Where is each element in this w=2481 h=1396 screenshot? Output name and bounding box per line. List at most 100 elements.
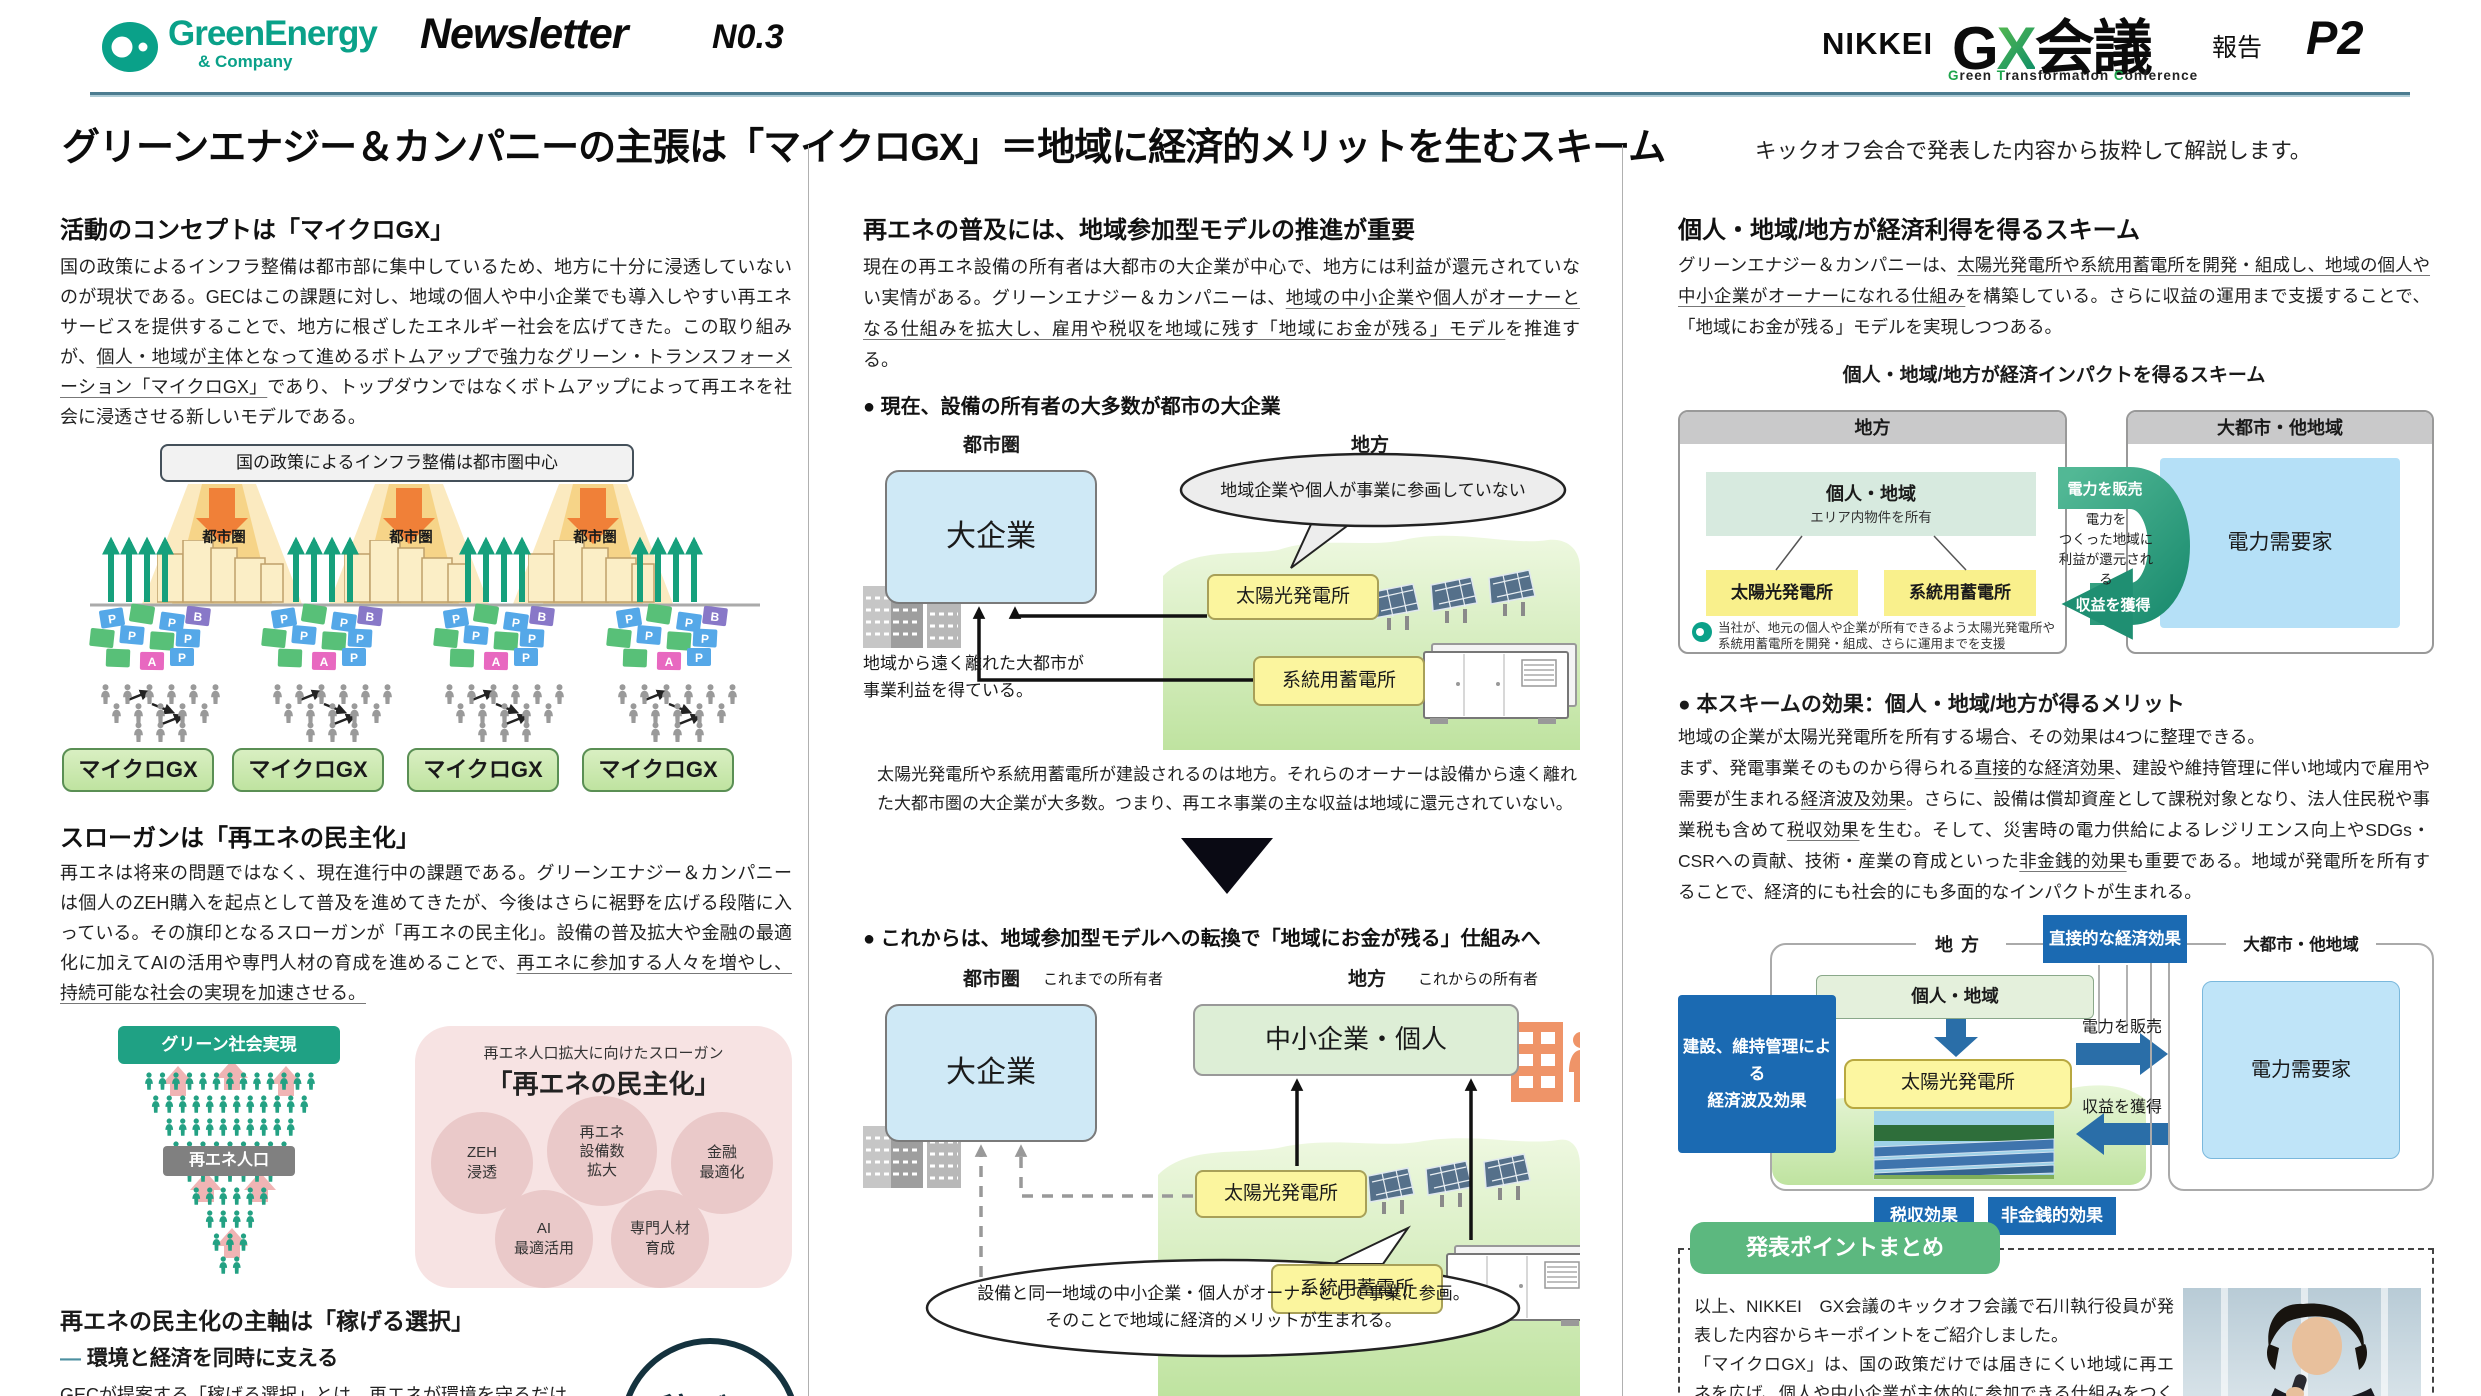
region-label: 地方 <box>1351 435 1390 456</box>
svg-text:B: B <box>193 610 204 625</box>
spillover-box: 建設、維持管理による 経済波及効果 <box>1678 995 1836 1153</box>
column-divider-2 <box>1622 145 1623 1396</box>
direct-effect-label: 直接的な経済効果 <box>2043 915 2187 963</box>
battery-box: 系統用蓄電所 <box>1253 656 1425 706</box>
col3-paragraph-1: グリーンエナジー＆カンパニーは、太陽光発電所や系統用蓄電所を開発・組成し、地域の… <box>1678 255 2431 337</box>
svg-text:P: P <box>184 632 193 646</box>
gx-kaigi-logo: GX会議 <box>1952 0 2153 87</box>
flow-gain-label: 収益を獲得 <box>2075 597 2151 614</box>
col2-note: 太陽光発電所や系統用蓄電所が建設されるのは地方。それらのオーナーは設備から遠く離… <box>877 765 1577 813</box>
big-company-box: 大企業 <box>885 470 1097 604</box>
people-triangle-svg <box>145 1060 315 1274</box>
col2-paragraph-1: 現在の再エネ設備の所有者は大都市の大企業が中心で、地方には利益が還元されていない… <box>863 257 1581 370</box>
gain-label: 収益を獲得 <box>2081 1099 2162 1116</box>
solar-photo <box>1873 1111 2055 1180</box>
svg-text:P: P <box>350 651 358 665</box>
col1-heading-1: 活動のコンセプトは「マイクロGX」 <box>60 217 455 244</box>
houkoku-label: 報告 <box>2212 34 2263 62</box>
current-owner-figure: 都市圏 地方 大企業 地域企業や個人が事業に参画していない 太陽光発電所 系統用… <box>863 428 1580 750</box>
column-2: 再エネの普及には、地域参加型モデルの推進が重要 現在の再エネ設備の所有者は大都市… <box>863 0 1580 1396</box>
effects-svg <box>1772 965 2168 1185</box>
summary-section: 発表ポイントまとめ 以上、NIKKEI GX会議のキックオフ会議で石川執行役員が… <box>1678 1200 2438 1396</box>
kasegeru-badge: 稼げる <box>620 1338 800 1396</box>
figure-caption: 地域から遠く離れた大都市が 事業利益を得ている。 <box>863 654 1084 700</box>
svg-text:P: P <box>511 616 521 631</box>
page-subtitle: キックオフ会合で発表した内容から抜粋して解説します。 <box>1755 139 2312 163</box>
city-label: 都市圏 <box>963 435 1021 456</box>
svg-text:A: A <box>492 655 501 669</box>
col1-subheading-3: — 環境と経済を同時に支える <box>60 1347 339 1370</box>
flow-mid-text: 電力を つくった地域に 利益が還元される <box>2058 512 2154 587</box>
svg-text:A: A <box>320 655 329 669</box>
svg-text:P: P <box>528 632 537 646</box>
microgx-box: マイクロGX <box>407 748 559 792</box>
solar-box: 太陽光発電所 <box>1706 570 1858 616</box>
power-consumer-box: 電力需要家 <box>2202 981 2400 1159</box>
svg-text:P: P <box>127 629 136 644</box>
col1-paragraph-3: GECが提案する「稼げる選択」とは、再エネが環境を守るだけ <box>60 1385 568 1396</box>
microgx-box: マイクロGX <box>232 748 384 792</box>
col2-bullet-2: ● これからは、地域参加型モデルへの転換で「地域にお金が残る」仕組みへ <box>863 928 1541 950</box>
summary-dashed-box <box>1678 1248 2434 1396</box>
conference-subtitle: Green Transformation Conference <box>1948 68 2199 83</box>
city-label: 都市圏 <box>963 969 1021 990</box>
greenenergy-logo-icon <box>102 22 158 72</box>
flow-sell-label: 電力を販売 <box>2067 481 2143 498</box>
newsletter-issue: N0.3 <box>712 18 784 56</box>
svg-text:B: B <box>365 610 376 625</box>
owner-before-label: これまでの所有者 <box>1043 971 1164 988</box>
microgx-box: マイクロGX <box>582 748 734 792</box>
svg-text:B: B <box>537 610 548 625</box>
svg-text:P: P <box>178 651 186 665</box>
svg-text:P: P <box>167 616 177 631</box>
svg-text:P: P <box>684 616 694 631</box>
svg-text:P: P <box>695 651 703 665</box>
kojin-chiiki-box: 個人・地域 エリア内物件を所有 <box>1706 472 2036 536</box>
future-owner-figure: 都市圏 これまでの所有者 地方 これからの所有者 大企業 中小企業・個人 太陽光… <box>863 960 1580 1396</box>
col1-heading-3: 再エネの民主化の主軸は「稼げる選択」 <box>60 1308 474 1334</box>
svg-text:A: A <box>665 655 674 669</box>
green-society-box: グリーン社会実現 <box>118 1026 340 1064</box>
solar-box: 太陽光発電所 <box>1844 1059 2072 1109</box>
power-consumer-box: 電力需要家 <box>2160 458 2400 628</box>
democratization-figure: グリーン社会実現 再エネ人口 再エネ人口拡大に向けたスローガン 「再エネの民主化… <box>60 1026 792 1292</box>
svg-text:P: P <box>299 629 308 644</box>
svg-text:P: P <box>339 616 349 631</box>
solar-box: 太陽光発電所 <box>1195 1170 1367 1218</box>
newsletter-title: Newsletter <box>420 10 628 58</box>
svg-text:P: P <box>107 611 117 626</box>
page-title: グリーンエナジー＆カンパニーの主張は「マイクロGX」＝地域に経済的メリットを生む… <box>62 127 1666 169</box>
panel-footnote: 当社が、地元の個人や企業が所有できるよう太陽光発電所や 系統用蓄電所を開発・組成… <box>1692 620 2057 652</box>
summary-label: 発表ポイントまとめ <box>1690 1222 2000 1274</box>
metro-panel-header: 大都市・他地域 <box>2128 412 2432 444</box>
col3-heading: 個人・地域/地方が経済利得を得るスキーム <box>1678 217 2140 244</box>
col3-paragraph-2: 地域の企業が太陽光発電所を所有する場合、その効果は4つに整理できる。 まず、発電… <box>1678 727 2431 902</box>
gx-x: X <box>1996 15 2037 82</box>
svg-text:P: P <box>644 629 653 644</box>
svg-text:P: P <box>356 632 365 646</box>
solar-box: 太陽光発電所 <box>1207 574 1379 620</box>
big-company-box: 大企業 <box>885 1004 1097 1142</box>
slogan-title: 再エネ人口拡大に向けたスローガン <box>483 1045 724 1062</box>
page-number: P2 <box>2306 11 2364 64</box>
header-divider <box>90 92 2410 95</box>
header: GreenEnergy & Company Newsletter N0.3 NI… <box>0 0 2481 96</box>
city-label: 都市圏 <box>202 530 246 546</box>
col1-heading-2: スローガンは「再エネの民主化」 <box>60 825 420 852</box>
battery-box: 系統用蓄電所 <box>1884 570 2036 616</box>
slogan-main: 「再エネの民主化」 <box>486 1069 721 1099</box>
battery-container-icon <box>1423 643 1577 725</box>
bubble-text: 設備と同一地域の中小企業・個人がオーナーとして事業に参画。 そのことで地域に経済… <box>977 1284 1470 1330</box>
svg-text:P: P <box>624 611 634 626</box>
slogan-circle: 再エネ設備数拡大 <box>547 1096 657 1206</box>
column-3: 個人・地域/地方が経済利得を得るスキーム グリーンエナジー＆カンパニーは、太陽光… <box>1678 0 2434 1396</box>
svg-text:B: B <box>710 610 721 625</box>
column-divider-1 <box>808 145 809 1396</box>
region-panel-header: 地方 <box>1680 412 2065 444</box>
